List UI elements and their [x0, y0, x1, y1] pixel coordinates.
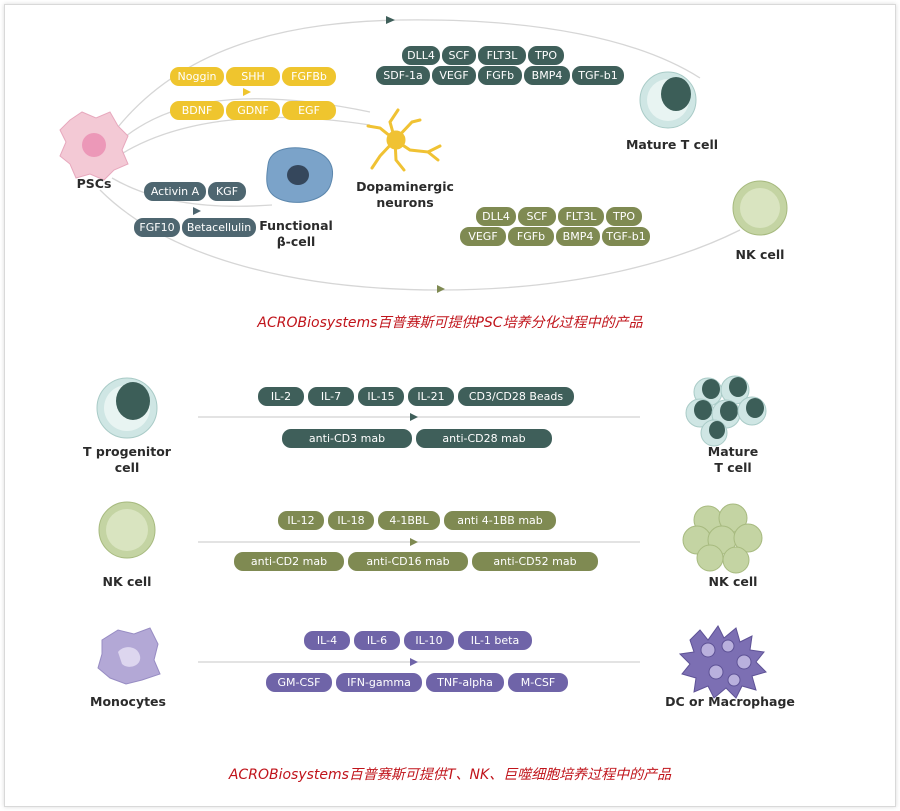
pill-vegf: VEGF — [432, 66, 476, 85]
pill-il-10: IL-10 — [404, 631, 454, 650]
arrow-head-top — [386, 16, 395, 24]
pill-flt3l: FLT3L — [478, 46, 526, 65]
pill-anti-cd28: anti-CD28 mab — [416, 429, 552, 448]
caption-top: ACROBiosystems百普赛斯可提供PSC培养分化过程中的产品 — [257, 315, 643, 331]
pill-gdnf: GDNF — [226, 101, 280, 120]
label-functional-beta: Functional β-cell — [259, 218, 333, 249]
pill-sdf-1a: SDF-1a — [376, 66, 430, 85]
nk-cell-graphic-top — [732, 180, 788, 236]
caption-bottom: ACROBiosystems百普赛斯可提供T、NK、巨噬细胞培养过程中的产品 — [228, 767, 672, 783]
arrow-t — [410, 413, 418, 421]
neuron-graphic — [366, 108, 442, 172]
label-nk-right: NK cell — [708, 574, 758, 589]
mature-t-cluster-graphic — [685, 375, 767, 447]
label-nk-top: NK cell — [735, 247, 785, 262]
label-nk-left: NK cell — [102, 574, 152, 589]
pill-betacellulin: Betacellulin — [182, 218, 256, 237]
pill-nk-tpo: TPO — [606, 207, 642, 226]
pill-tnf-alpha: TNF-alpha — [426, 673, 504, 692]
pill-ifn-gamma: IFN-gamma — [336, 673, 422, 692]
nk-cluster-graphic — [682, 503, 763, 574]
pill-dll4: DLL4 — [402, 46, 440, 65]
pill-noggin: Noggin — [170, 67, 224, 86]
pill-il-4: IL-4 — [304, 631, 350, 650]
pill-fgf10: FGF10 — [134, 218, 180, 237]
line-beta-1 — [111, 177, 273, 207]
label-t-progenitor: T progenitor cell — [83, 444, 171, 475]
monocyte-graphic — [97, 627, 161, 685]
label-dc-macrophage: DC or Macrophage — [665, 694, 795, 709]
mature-t-cell-graphic — [639, 71, 697, 129]
pill-bdnf: BDNF — [170, 101, 224, 120]
arrow-head-nk — [437, 285, 445, 293]
pill-egf: EGF — [282, 101, 336, 120]
pill-il-2: IL-2 — [258, 387, 304, 406]
pill-il-7: IL-7 — [308, 387, 354, 406]
pill-kgf: KGF — [208, 182, 246, 201]
nk-cell-graphic-left — [98, 501, 156, 559]
pill-anti-cd16: anti-CD16 mab — [348, 552, 468, 571]
pill-il-1-beta: IL-1 beta — [458, 631, 532, 650]
pill-bmp4: BMP4 — [524, 66, 570, 85]
pill-anti-cd3: anti-CD3 mab — [282, 429, 412, 448]
pill-il-21: IL-21 — [408, 387, 454, 406]
pill-anti-cd52: anti-CD52 mab — [472, 552, 598, 571]
pill-il-12: IL-12 — [278, 511, 324, 530]
arrow-mono — [410, 658, 418, 666]
pill-scf: SCF — [442, 46, 476, 65]
pill-tgf-b1: TGF-b1 — [572, 66, 624, 85]
label-mature-t-bottom: Mature T cell — [707, 444, 759, 475]
pill-nk-flt3l: FLT3L — [558, 207, 604, 226]
pill-anti-cd2: anti-CD2 mab — [234, 552, 344, 571]
psc-cell-graphic — [59, 111, 129, 181]
arrow-nk-bottom — [410, 538, 418, 546]
dc-macrophage-graphic — [678, 625, 767, 699]
pill-activin-a: Activin A — [144, 182, 206, 201]
beta-cell-graphic — [266, 147, 334, 203]
arc-yellow-2 — [111, 116, 371, 161]
pill-nk-dll4: DLL4 — [476, 207, 516, 226]
pill-fgfbb: FGFBb — [282, 67, 336, 86]
pill-nk-tgf-b1: TGF-b1 — [602, 227, 650, 246]
arrow-head-yellow1 — [243, 88, 251, 96]
pill-tpo: TPO — [528, 46, 564, 65]
pill-il-6: IL-6 — [354, 631, 400, 650]
pill-cd3-cd28-beads: CD3/CD28 Beads — [458, 387, 574, 406]
pill-fgfb: FGFb — [478, 66, 522, 85]
pill-nk-bmp4: BMP4 — [556, 227, 600, 246]
pill-il-18: IL-18 — [328, 511, 374, 530]
pill-il-15: IL-15 — [358, 387, 404, 406]
label-monocytes: Monocytes — [90, 694, 166, 709]
pill-shh: SHH — [226, 67, 280, 86]
pill-4-1bbl: 4-1BBL — [378, 511, 440, 530]
pill-nk-fgfb: FGFb — [508, 227, 554, 246]
label-mature-t-top: Mature T cell — [625, 137, 719, 152]
label-pscs: PSCs — [76, 176, 112, 191]
pill-anti-4-1bb: anti 4-1BB mab — [444, 511, 556, 530]
arrow-head-beta — [193, 207, 201, 215]
pill-nk-scf: SCF — [518, 207, 556, 226]
pill-nk-vegf: VEGF — [460, 227, 506, 246]
pill-gm-csf: GM-CSF — [266, 673, 332, 692]
pill-m-csf: M-CSF — [508, 673, 568, 692]
t-progenitor-graphic — [96, 377, 158, 439]
label-dopaminergic: Dopaminergic neurons — [356, 179, 454, 210]
